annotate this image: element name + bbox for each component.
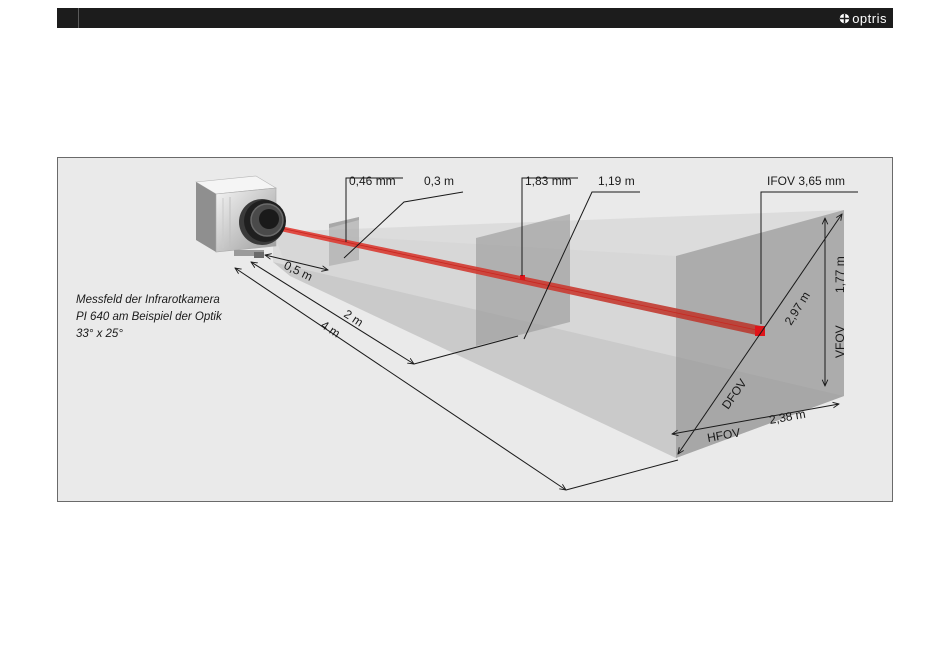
optris-logo: optris [839, 10, 887, 26]
caption-line-1: Messfeld der Infrarotkamera [76, 294, 220, 306]
vertical-size-label: 1,77 m [833, 256, 847, 293]
pixel-size-near-label: 0,46 mm [349, 174, 396, 188]
optris-logo-icon [839, 13, 850, 24]
field-size-near-label: 0,3 m [424, 174, 454, 188]
infrared-camera [196, 176, 286, 258]
header-tab [57, 8, 79, 28]
vfov-label: VFOV [833, 325, 847, 358]
caption-line-2: PI 640 am Beispiel der Optik [76, 311, 223, 323]
caption-line-3: 33° x 25° [76, 328, 123, 340]
pixel-size-mid-label: 1,83 mm [525, 174, 572, 188]
brand-name: optris [852, 11, 887, 26]
field-size-mid-label: 1,19 m [598, 174, 635, 188]
distance-2m-label: 2 m [341, 307, 365, 330]
header-bar: optris [57, 8, 893, 28]
ifov-label: IFOV 3,65 mm [767, 174, 845, 188]
distance-4m-label: 4 m [318, 318, 342, 341]
measurement-field-diagram: 0,46 mm 0,3 m 1,83 mm 1,19 m IFOV 3,65 m… [57, 157, 893, 502]
diagram-svg: 0,46 mm 0,3 m 1,83 mm 1,19 m IFOV 3,65 m… [58, 158, 892, 501]
